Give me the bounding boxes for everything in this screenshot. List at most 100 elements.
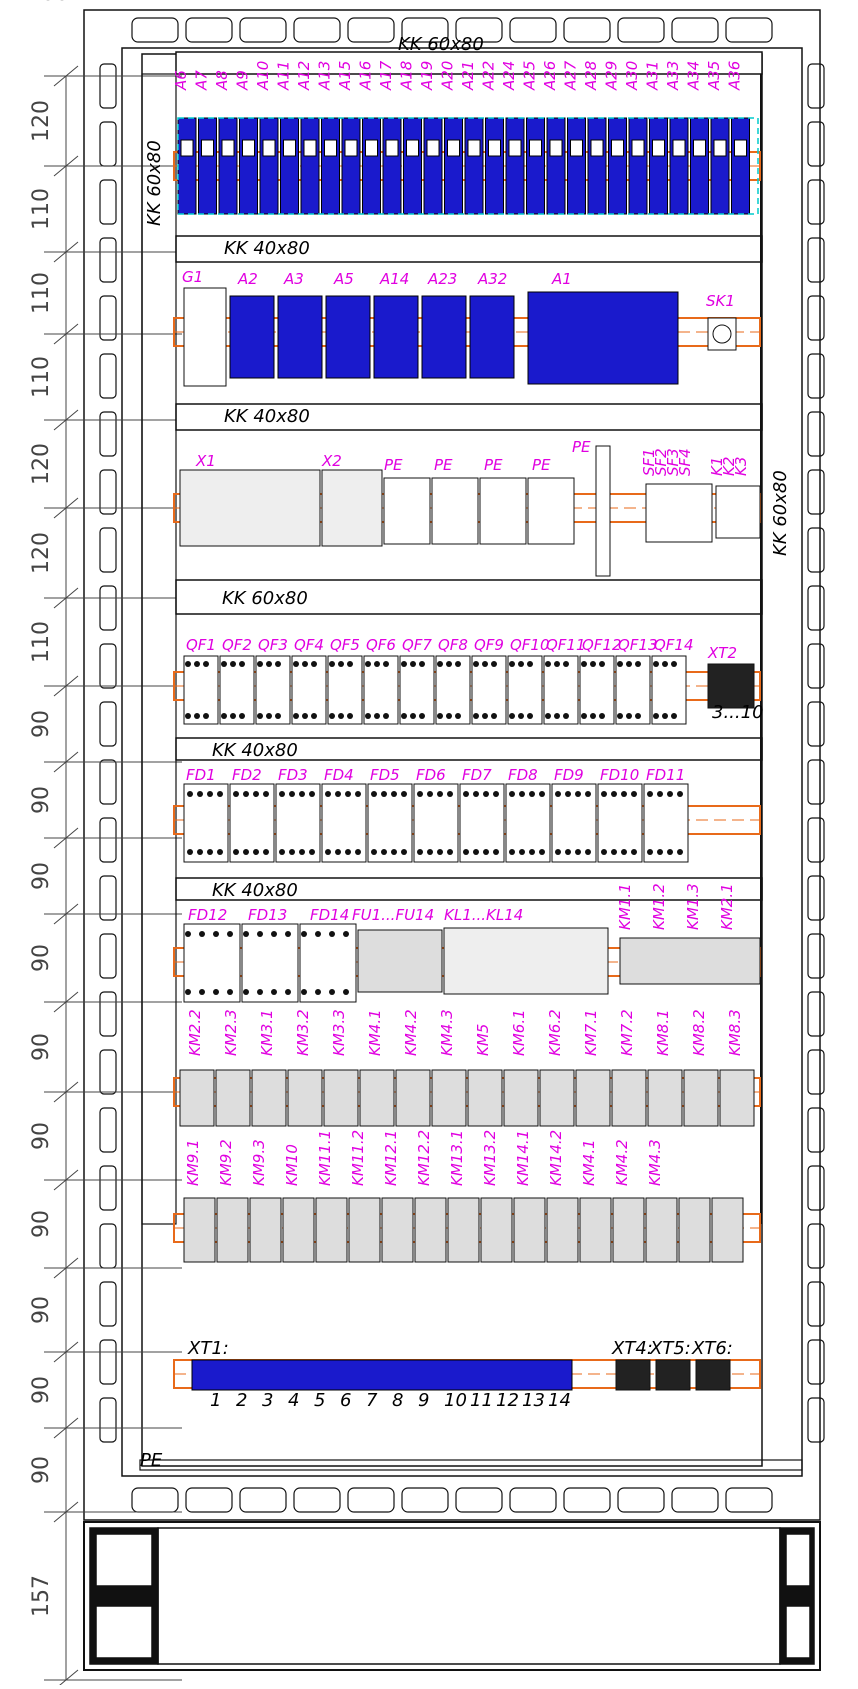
breaker-qf: [615, 655, 651, 725]
terminal-dot: [427, 849, 433, 855]
frame-slot: [807, 585, 825, 631]
terminal-dot: [194, 713, 200, 719]
module-label: KM3.2: [294, 1009, 312, 1056]
terminal-dot: [590, 713, 596, 719]
terminal-dot: [437, 713, 443, 719]
module-label: PE: [384, 456, 403, 474]
module-label: KM14.2: [547, 1130, 565, 1186]
module-label: FD3: [278, 766, 308, 784]
terminal-dot: [554, 713, 560, 719]
frame-slot: [563, 1487, 611, 1513]
terminal-dot: [347, 713, 353, 719]
terminal-dot: [419, 661, 425, 667]
terminal-dot: [437, 791, 443, 797]
frame-slot: [807, 643, 825, 689]
terminal-dot: [197, 849, 203, 855]
contactor-km: [579, 1197, 612, 1263]
module-label: A29: [603, 61, 621, 91]
breaker-fd: [643, 783, 689, 863]
terminal-dot: [565, 849, 571, 855]
terminal-dot: [345, 849, 351, 855]
module-label: K2: [720, 457, 738, 476]
relay-contact: [631, 139, 645, 157]
dimension-tick: [53, 903, 79, 925]
terminal-dot: [185, 661, 191, 667]
dimension-tick: [53, 155, 79, 177]
dimension-tick: [53, 1501, 79, 1523]
frame-slot: [807, 1339, 825, 1385]
module-label: KM4.2: [613, 1139, 631, 1186]
contactor-km: [431, 1069, 467, 1127]
terminal-dot: [518, 713, 524, 719]
terminal-dot: [437, 661, 443, 667]
module-label: SF4: [676, 448, 694, 476]
module-label: KM1.2: [650, 883, 668, 930]
terminal-dot: [302, 713, 308, 719]
terminal-dot: [617, 713, 623, 719]
terminal-dot: [555, 849, 561, 855]
dimension-tick: [53, 1257, 79, 1279]
contactor-km: [414, 1197, 447, 1263]
terminal-number: 9: [418, 1390, 429, 1411]
terminal-dot: [243, 791, 249, 797]
terminal-dot: [325, 849, 331, 855]
frame-slot: [99, 1281, 117, 1327]
module-label: FD6: [416, 766, 446, 784]
terminal-number: 6: [340, 1390, 351, 1411]
terminal-dot: [671, 713, 677, 719]
dimension-tick: [53, 65, 79, 87]
module-label: SF1: [640, 448, 658, 476]
contactor-km: [381, 1197, 414, 1263]
terminal-dot: [611, 791, 617, 797]
frame-slot: [617, 17, 665, 43]
terminal-dot: [473, 791, 479, 797]
frame-slot: [99, 991, 117, 1037]
terminal-dot: [554, 661, 560, 667]
terminal-dot: [601, 849, 607, 855]
terminal-dot: [299, 791, 305, 797]
terminal-dot: [263, 791, 269, 797]
module-label: A18: [398, 61, 416, 91]
terminal-dot: [653, 713, 659, 719]
breaker-qf: [363, 655, 399, 725]
frame-slot: [99, 1339, 117, 1385]
module-label: KM13.1: [448, 1130, 466, 1186]
terminal-dot: [563, 661, 569, 667]
breaker-qf: [291, 655, 327, 725]
frame-slot: [807, 63, 825, 109]
module-label: A13: [316, 61, 334, 91]
module-label: XT2: [707, 644, 737, 662]
terminal-number: 4: [288, 1390, 299, 1411]
relay-contact: [467, 139, 481, 157]
terminal-dot: [677, 791, 683, 797]
module-label: QF8: [438, 636, 468, 654]
dimension-value: 90: [29, 1122, 54, 1150]
module-label: A30: [623, 61, 641, 91]
terminal-dot: [239, 713, 245, 719]
contactor-km: [645, 1197, 678, 1263]
terminal-dot: [213, 931, 219, 937]
frame-slot: [99, 63, 117, 109]
terminal-dot: [383, 713, 389, 719]
relay-module: [587, 117, 607, 215]
contactor-km: [183, 1197, 216, 1263]
module-label: KM4.3: [646, 1139, 664, 1186]
module-label: A19: [418, 61, 436, 91]
module-label: KM11.2: [349, 1130, 367, 1186]
contactor-km: [282, 1197, 315, 1263]
frame-slot: [807, 1281, 825, 1327]
terminal-dot: [271, 931, 277, 937]
terminal-dot: [309, 791, 315, 797]
contactor-km: [287, 1069, 323, 1127]
frame-bottom-slots: [131, 1487, 773, 1513]
module-label: KM14.1: [514, 1130, 532, 1186]
breaker-qf: [579, 655, 615, 725]
terminal-dot: [621, 791, 627, 797]
relay-contact: [734, 139, 747, 157]
module-label: FD12: [188, 906, 227, 924]
frame-slot: [807, 295, 825, 341]
terminal-dot: [345, 791, 351, 797]
terminal-dot: [185, 931, 191, 937]
contactor-km: [315, 1197, 348, 1263]
terminal-dot: [446, 661, 452, 667]
